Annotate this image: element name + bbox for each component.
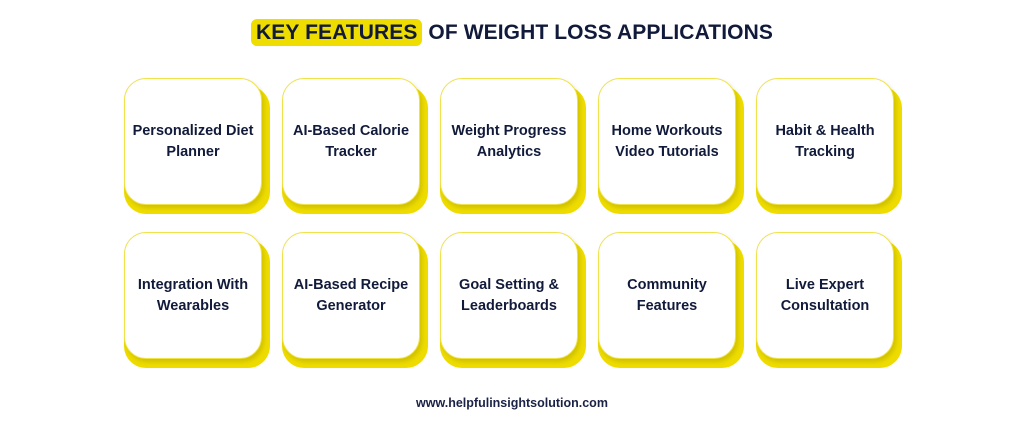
feature-card-personalized-diet-planner: Personalized Diet Planner [124, 78, 270, 214]
card-body: Goal Setting & Leaderboards [440, 232, 578, 359]
feature-label: AI-Based Recipe Generator [293, 276, 409, 314]
card-body: Personalized Diet Planner [124, 78, 262, 205]
feature-card-community-features: Community Features [598, 232, 744, 368]
card-body: Integration With Wearables [124, 232, 262, 359]
feature-card-ai-recipe-generator: AI-Based Recipe Generator [282, 232, 428, 368]
feature-card-home-workouts: Home Workouts Video Tutorials [598, 78, 744, 214]
card-body: Home Workouts Video Tutorials [598, 78, 736, 205]
page-title: KEY FEATURES OF WEIGHT LOSS APPLICATIONS [0, 16, 1024, 50]
feature-label: Goal Setting & Leaderboards [459, 276, 559, 314]
card-body: Habit & Health Tracking [756, 78, 894, 205]
feature-card-integration-wearables: Integration With Wearables [124, 232, 270, 368]
card-body: AI-Based Recipe Generator [282, 232, 420, 359]
feature-label: Live Expert Consultation [780, 276, 870, 314]
feature-label: Habit & Health Tracking [775, 122, 875, 160]
feature-label: Integration With Wearables [137, 276, 249, 314]
feature-card-habit-health-tracking: Habit & Health Tracking [756, 78, 902, 214]
feature-label: Home Workouts Video Tutorials [611, 122, 723, 160]
feature-label: Personalized Diet Planner [132, 122, 254, 160]
feature-label: AI-Based Calorie Tracker [292, 122, 410, 160]
website-url: www.helpfulinsightsolution.com [416, 396, 608, 410]
feature-label: Weight Progress Analytics [451, 122, 567, 160]
card-body: AI-Based Calorie Tracker [282, 78, 420, 205]
feature-card-goal-setting-leaderboards: Goal Setting & Leaderboards [440, 232, 586, 368]
title-highlight: KEY FEATURES [251, 19, 423, 46]
feature-label: Community Features [627, 276, 707, 314]
title-rest: OF WEIGHT LOSS APPLICATIONS [422, 21, 773, 44]
card-body: Live Expert Consultation [756, 232, 894, 359]
card-body: Weight Progress Analytics [440, 78, 578, 205]
feature-card-weight-progress-analytics: Weight Progress Analytics [440, 78, 586, 214]
card-body: Community Features [598, 232, 736, 359]
feature-card-ai-calorie-tracker: AI-Based Calorie Tracker [282, 78, 428, 214]
feature-card-live-expert-consultation: Live Expert Consultation [756, 232, 902, 368]
